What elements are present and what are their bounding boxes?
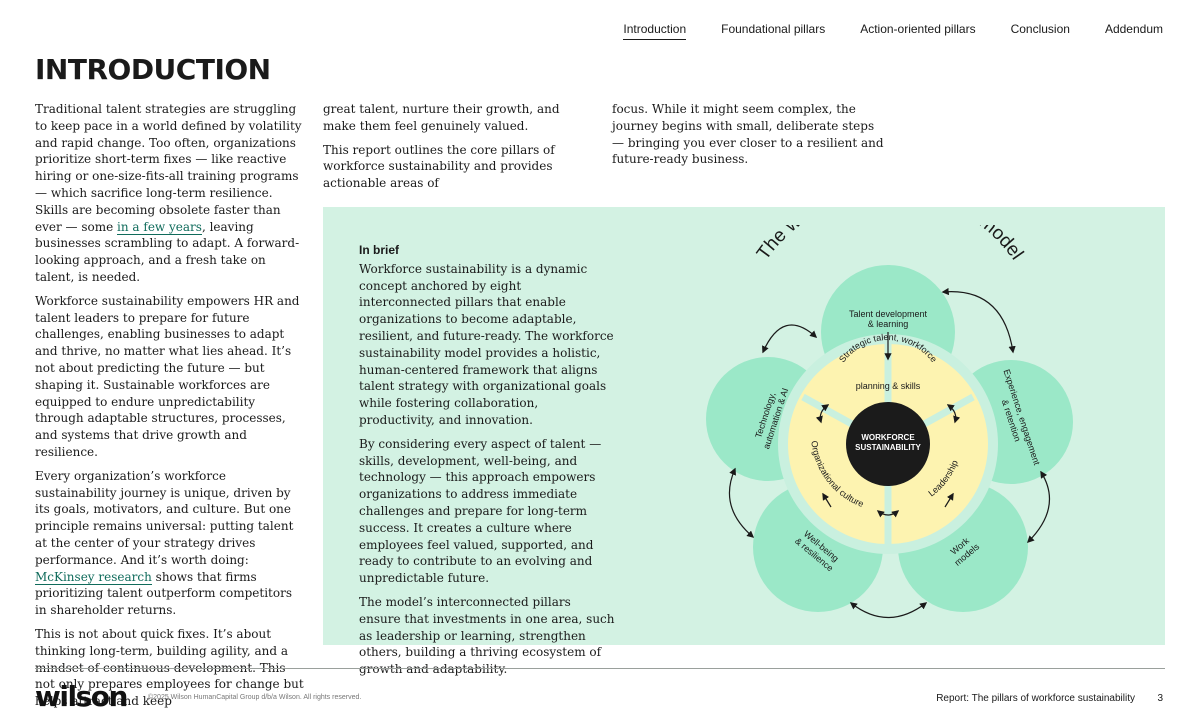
center-label: SUSTAINABILITY: [855, 443, 921, 452]
nav-action-oriented-pillars[interactable]: Action-oriented pillars: [860, 22, 976, 36]
nav-introduction[interactable]: Introduction: [623, 22, 687, 40]
page-title: INTRODUCTION: [35, 53, 271, 86]
paragraph: focus. While it might seem complex, the …: [612, 102, 884, 167]
connector-arrow: [1026, 470, 1051, 544]
text-span: Every organization’s workforce sustainab…: [35, 468, 294, 567]
in-brief-panel: In brief Workforce sustainability is a d…: [323, 207, 1165, 676]
model-title: The workforce sustainability model: [753, 225, 1027, 264]
paragraph: This report outlines the core pillars of…: [323, 142, 555, 191]
text-span: , leaving businesses scrambling to adapt…: [35, 219, 300, 284]
connector-arrow: [822, 492, 832, 508]
nav-foundational-pillars[interactable]: Foundational pillars: [721, 22, 826, 36]
text-span: Traditional talent strategies are strugg…: [35, 102, 302, 234]
report-title: Report: The pillars of workforce sustain…: [936, 693, 1135, 704]
connector-arrow: [849, 602, 928, 619]
paragraph: This is not about quick fixes. It’s abou…: [35, 626, 304, 709]
top-nav: Introduction Foundational pillars Action…: [623, 22, 1163, 40]
paragraph: Workforce sustainability is a dynamic co…: [359, 261, 614, 427]
paragraph: The model’s interconnected pillars ensur…: [359, 594, 615, 677]
connector-arrow: [728, 467, 755, 538]
paragraph: Workforce sustainability empowers HR and…: [35, 293, 300, 459]
center-label: WORKFORCE: [861, 433, 915, 442]
nav-conclusion[interactable]: Conclusion: [1010, 22, 1070, 36]
connector-arrow: [762, 324, 818, 354]
text-span: shows that firms prioritizing talent out…: [35, 569, 292, 618]
talent-development-label: Talent development: [849, 309, 928, 319]
in-a-few-years-link[interactable]: in a few years: [117, 219, 202, 235]
strategic-talent-label: planning & skills: [856, 381, 921, 391]
paragraph: Every organization’s workforce sustainab…: [35, 468, 305, 619]
nav-addendum[interactable]: Addendum: [1104, 22, 1163, 36]
copyright-text: ©2025 Wilson HumanCapital Group d/b/a Wi…: [148, 694, 362, 701]
in-brief-text: In brief Workforce sustainability is a d…: [359, 242, 615, 685]
connector-arrow: [815, 404, 830, 424]
in-brief-heading: In brief: [359, 243, 400, 257]
connector-arrow: [876, 510, 900, 518]
page-number: 3: [1157, 693, 1163, 704]
center-circle: [846, 402, 930, 486]
connector-arrow: [944, 492, 954, 508]
talent-development-label: & learning: [868, 319, 909, 329]
footer-divider: [35, 668, 1165, 669]
paragraph: By considering every aspect of talent — …: [359, 436, 602, 586]
text-column-2: great talent, nurture their growth, and …: [323, 101, 593, 199]
connector-arrow: [941, 287, 1016, 354]
paragraph: great talent, nurture their growth, and …: [323, 102, 560, 133]
mckinsey-research-link[interactable]: McKinsey research: [35, 569, 152, 585]
text-column-3: focus. While it might seem complex, the …: [612, 101, 887, 175]
paragraph: Traditional talent strategies are strugg…: [35, 101, 305, 286]
workforce-sustainability-model-diagram: The workforce sustainability model WORKF…: [706, 225, 1073, 619]
connector-arrow: [946, 404, 961, 424]
text-column-1: Traditional talent strategies are strugg…: [35, 101, 305, 717]
wilson-logo: wilson: [35, 680, 128, 713]
